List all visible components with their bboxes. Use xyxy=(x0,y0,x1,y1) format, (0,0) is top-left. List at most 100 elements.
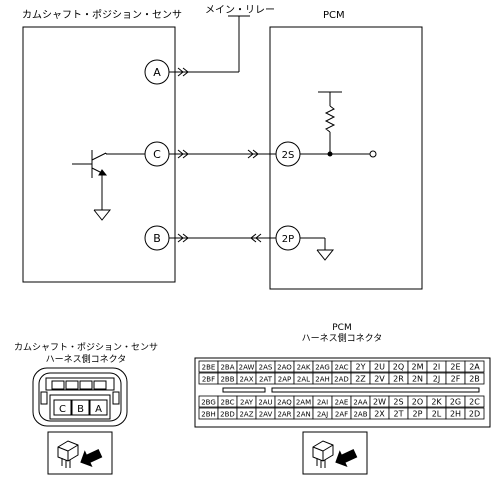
pcm-pin-label: 2E xyxy=(450,363,460,372)
signal-terminal xyxy=(369,150,377,158)
pcm-pin-label: 2Y xyxy=(356,363,366,372)
transistor-symbol xyxy=(72,150,145,210)
pcm-pin-label: 2F xyxy=(451,375,461,384)
pcm-pin-cell xyxy=(464,395,485,408)
junction-dot xyxy=(327,151,333,157)
pcm-pin-label: 2AQ xyxy=(277,399,292,407)
wire-a xyxy=(177,67,189,77)
pin-label: B xyxy=(153,232,161,245)
pcm-pin-label: 2AB xyxy=(353,411,367,419)
pcm-pin-label: 2I xyxy=(433,363,440,372)
pcm-pin-label: 2AX xyxy=(239,376,253,384)
pcm-pin-label: 2AY xyxy=(240,399,254,407)
pcm-pin-cell xyxy=(464,360,485,373)
sensor-ground-icon xyxy=(93,209,112,221)
pcm-pin-label: 2L xyxy=(432,410,442,419)
pcm-pin-label: 2AT xyxy=(259,376,273,384)
pcm-pin-label: 2AR xyxy=(277,411,291,419)
sensor-connector-title-1: カムシャフト・ポジション・センサ xyxy=(14,342,158,353)
pcm-pin-label: 2AE xyxy=(335,399,349,407)
pcm-pin-label: 2BF xyxy=(202,376,215,384)
pcm-pin-label: 2M xyxy=(412,363,424,372)
pcm-connector-outline xyxy=(194,357,491,428)
pcm-pin-label: 2V xyxy=(374,375,385,384)
pcm-connector-title-2: ハーネス側コネクタ xyxy=(302,332,383,344)
pcm-pin-label: 2AU xyxy=(258,399,272,407)
pcm-pin-label: 2P xyxy=(413,410,423,419)
pcm-pin-label: 2AP xyxy=(278,376,291,384)
sensor-pin-b: B xyxy=(144,225,170,251)
pcm-ground-icon xyxy=(316,249,335,261)
sensor-connector-title-2: ハーネス側コネクタ xyxy=(46,353,127,365)
pcm-pin-label: 2N xyxy=(412,375,423,384)
pcm-pin-label: 2AV xyxy=(259,411,273,419)
pcm-pin-label: 2BB xyxy=(220,376,234,384)
pcm-pin-label: 2O xyxy=(412,398,423,407)
pcm-pin-label: 2AD xyxy=(334,376,349,384)
pcm-pin-label: 2X xyxy=(374,410,385,419)
pcm-pin-label: 2AS xyxy=(259,364,273,372)
pcm-pin-label: 2A xyxy=(469,363,480,372)
pcm-pin-label: 2D xyxy=(469,410,480,419)
sensor-title: カムシャフト・ポジション・センサ xyxy=(22,9,182,21)
relay-title: メイン・リレー xyxy=(205,5,275,16)
pcm-connector-title-1: PCM xyxy=(332,323,351,333)
sensor-pin-a: A xyxy=(144,59,170,85)
pcm-pin-label: 2BH xyxy=(201,411,216,419)
wire-c-2s xyxy=(169,149,276,159)
relay-feed xyxy=(169,15,250,73)
pcm-pin-2s: 2S xyxy=(275,141,301,167)
pin-label: C xyxy=(153,148,161,161)
pcm-pin-label: 2K xyxy=(431,398,442,407)
pcm-pin-label: 2AA xyxy=(353,399,367,407)
pcm-pin-label: 2C xyxy=(469,398,480,407)
pcm-pullup-circuit xyxy=(300,91,370,155)
pcm-connector-key-slot xyxy=(271,387,480,393)
sensor-connector-pin: C xyxy=(59,404,66,415)
pcm-connector-grid: 2BE 2BA 2AW 2AS 2AO 2AK 2AG 2AC 2Y 2U 2Q 2M 2I 2E 2A 2B… xyxy=(198,360,485,420)
pcm-pin-label: 2AG xyxy=(315,364,330,372)
pcm-pin-label: 2AC xyxy=(334,364,348,372)
pcm-pin-label: 2W xyxy=(373,398,386,407)
wire-b-2p xyxy=(169,233,276,243)
pcm-pin-cell xyxy=(464,407,485,420)
pcm-pin-label: 2AW xyxy=(239,364,255,372)
pcm-pin-label: 2BE xyxy=(202,364,216,372)
pcm-connector-key-slot xyxy=(222,387,266,393)
sensor-connector-face xyxy=(32,367,128,427)
connector-view-icon xyxy=(302,431,368,475)
pcm-box xyxy=(269,26,423,290)
pcm-pin-label: 2BG xyxy=(201,399,216,407)
pin-label: A xyxy=(153,66,161,79)
pcm-pin-label: 2Q xyxy=(393,363,404,372)
sensor-connector-pin: A xyxy=(95,404,102,415)
pcm-pin-label: 2AK xyxy=(297,364,311,372)
pcm-pin-label: 2G xyxy=(450,398,461,407)
pcm-pin-label: 2AM xyxy=(296,399,311,407)
pcm-pin-label: 2AZ xyxy=(239,411,253,419)
pcm-pin-label: 2BA xyxy=(220,364,234,372)
pcm-pin-label: 2AN xyxy=(296,411,310,419)
pcm-pin-label: 2BC xyxy=(220,399,234,407)
sensor-pin-c: C xyxy=(144,141,170,167)
pin-label: 2P xyxy=(282,234,294,245)
pcm-pin-label: 2BD xyxy=(220,411,235,419)
pcm-pin-label: 2Z xyxy=(355,375,366,384)
pin-label: 2S xyxy=(282,150,295,161)
pcm-pin-label: 2AF xyxy=(335,411,348,419)
pcm-pin-label: 2AI xyxy=(317,399,328,407)
pcm-pin-label: 2U xyxy=(374,363,385,372)
pcm-pin-label: 2AH xyxy=(315,376,330,384)
pcm-ground-circuit xyxy=(300,237,326,250)
pcm-pin-label: 2H xyxy=(450,410,461,419)
pcm-pin-2p: 2P xyxy=(275,225,301,251)
pcm-pin-label: 2AO xyxy=(277,364,292,372)
pcm-pin-label: 2J xyxy=(433,375,440,384)
pcm-pin-cell xyxy=(464,372,485,385)
pcm-pin-label: 2B xyxy=(469,375,480,384)
pcm-pin-label: 2R xyxy=(393,375,404,384)
sensor-connector-pin: B xyxy=(77,404,84,415)
pcm-pin-label: 2T xyxy=(394,410,404,419)
pcm-title: PCM xyxy=(323,10,345,21)
